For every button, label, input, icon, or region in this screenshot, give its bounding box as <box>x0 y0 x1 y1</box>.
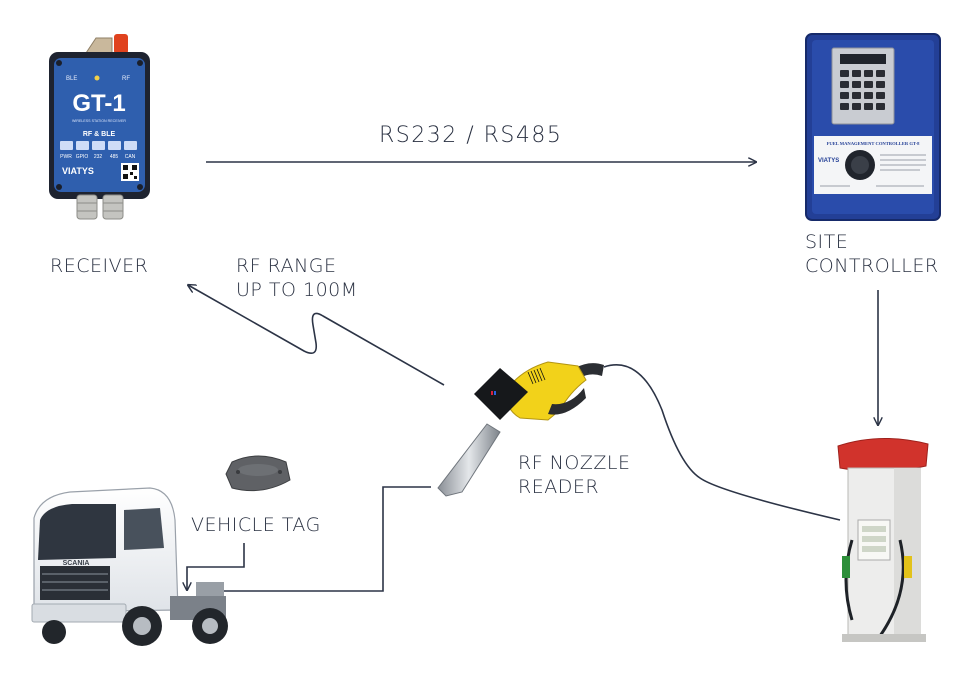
nozzle-barcode <box>527 367 546 385</box>
receiver-brand: VIATYS <box>62 166 94 176</box>
rf-range-label-line: UP TO 100M <box>236 279 358 301</box>
nozzle-truck-arrow <box>204 486 431 591</box>
nozzle-body <box>504 361 587 421</box>
receiver-model: GT-1 <box>72 90 125 117</box>
receiver-tech: RF & BLE <box>83 131 116 138</box>
site-controller-device: FUEL MANAGEMENT CONTROLLER GT-8 VIATYS <box>805 33 941 221</box>
receiver-label: RECEIVER <box>50 255 149 277</box>
receiver-port-label: PWR <box>60 154 72 160</box>
receiver-antenna <box>114 34 128 54</box>
pump-canopy <box>837 438 929 473</box>
nozzle-reader-label-line: READER <box>518 476 600 498</box>
receiver-cable-glands <box>76 194 124 220</box>
receiver-qr-code <box>121 163 139 181</box>
receiver-port-icons <box>60 141 137 150</box>
site-controller-label: SITE CONTROLLER <box>805 230 939 278</box>
truck-wheel <box>42 620 66 644</box>
protocol-label: RS232 / RS485 <box>379 123 563 148</box>
truck-brand: SCANIA <box>63 560 90 567</box>
fuel-pump-device <box>837 438 929 642</box>
receiver-port-label: GPIO <box>76 154 89 160</box>
receiver-led-rf: RF <box>122 76 130 82</box>
receiver-device: BLE RF GT-1 WIRELESS STATION RECEIVER RF… <box>49 34 150 220</box>
controller-keypad <box>840 70 885 110</box>
controller-display <box>840 54 886 64</box>
receiver-port-label: CAN <box>125 154 136 160</box>
truck-windshield <box>38 504 116 560</box>
rf-range-label: RF RANGE UP TO 100M <box>236 254 358 302</box>
nozzle-hose <box>603 364 841 521</box>
controller-title: FUEL MANAGEMENT CONTROLLER GT-8 <box>827 141 920 146</box>
truck-device: SCANIA <box>31 487 228 646</box>
nozzle-reader-label: RF NOZZLE READER <box>518 451 630 499</box>
receiver-port-label: 232 <box>94 154 103 160</box>
receiver-led-ble: BLE <box>66 76 77 82</box>
rf-range-label-line: RF RANGE <box>236 255 337 277</box>
tag-truck-arrow <box>187 543 245 590</box>
receiver-port-label: 485 <box>110 154 119 160</box>
vehicle-tag-device <box>225 455 291 492</box>
site-controller-label-line: CONTROLLER <box>805 255 939 277</box>
vehicle-tag-label: VEHICLE TAG <box>191 514 321 536</box>
site-controller-label-line: SITE <box>805 231 849 253</box>
controller-brand: VIATYS <box>818 158 839 164</box>
nozzle-reader-label-line: RF NOZZLE <box>518 452 631 474</box>
nozzle-reader-box <box>474 368 528 420</box>
nozzle-spout <box>437 423 501 497</box>
truck-grille <box>40 566 110 600</box>
receiver-subtitle: WIRELESS STATION RECEIVER <box>72 119 126 123</box>
rf-range-arrow <box>188 285 445 386</box>
rf-nozzle-reader-device <box>437 361 604 497</box>
connectors <box>187 162 878 591</box>
